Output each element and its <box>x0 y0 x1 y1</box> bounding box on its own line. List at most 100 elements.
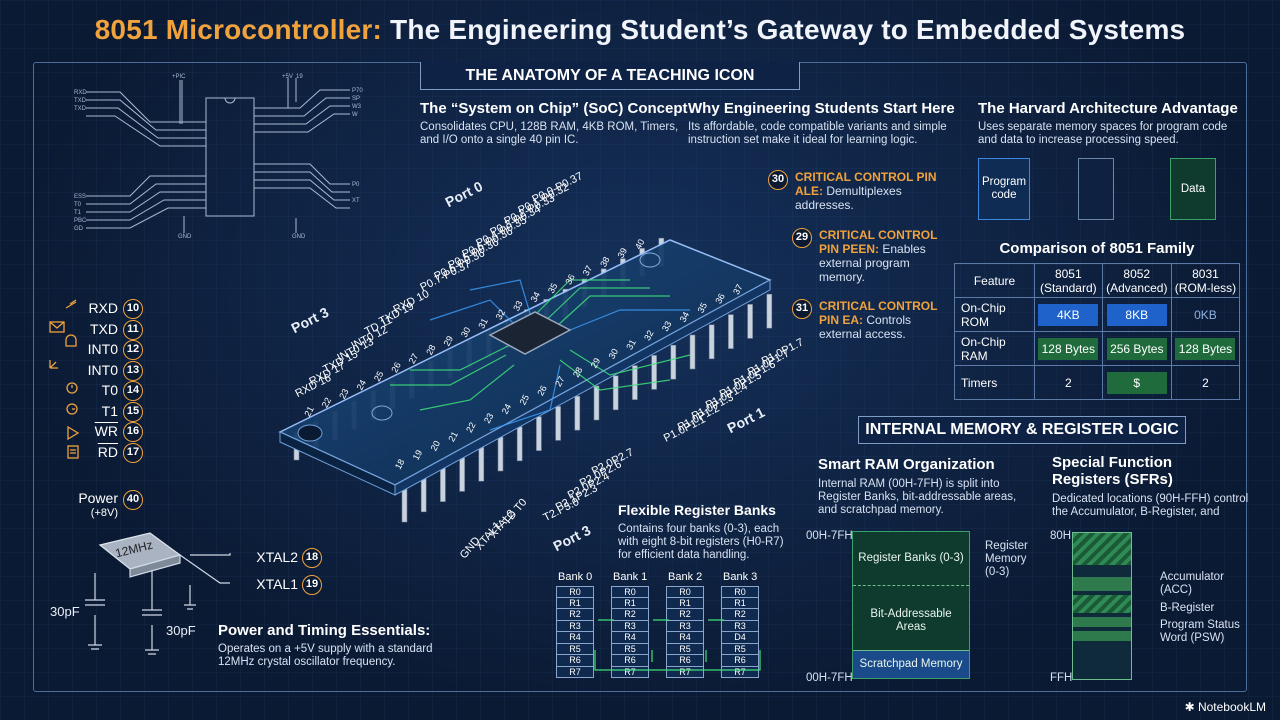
soc-body-1: Consolidates CPU, 128B RAM, 4KB ROM, Tim… <box>420 121 679 133</box>
critical-name: ALE: <box>795 184 823 198</box>
crystal-circuit <box>85 532 231 655</box>
chip-pin-number: 21 <box>446 430 460 444</box>
table-row: Timers 2 $ 2 <box>954 365 1241 400</box>
chip-pin-number: 27 <box>553 375 567 389</box>
port3-pin-name: INT0 <box>87 341 118 357</box>
cap2-label: 30pF <box>166 623 196 638</box>
table-cell-value: 256 Bytes <box>1106 337 1167 360</box>
scratchpad-region <box>853 650 969 678</box>
title-rest: The Engineering Student’s Gateway to Emb… <box>382 14 1186 45</box>
table-cell-value: 8KB <box>1106 303 1167 326</box>
sfr-region <box>1073 533 1131 565</box>
register-cell: R1 <box>721 597 759 609</box>
play-icon <box>67 425 80 441</box>
table-cell-value: 4KB <box>1038 303 1099 326</box>
critical-pin-30: CRITICAL CONTROL PIN ALE: Demultiplexes … <box>795 170 937 212</box>
why-heading: Why Engineering Students Start Here <box>688 100 955 117</box>
antenna-icon <box>65 299 77 309</box>
chip-pin-number: 30 <box>607 347 621 361</box>
svg-text:GD: GD <box>74 226 84 232</box>
chip-pin-number: 24 <box>500 402 514 416</box>
harvard-body-2: and data to increase processing speed. <box>978 134 1179 146</box>
register-cell: R1 <box>556 597 594 609</box>
chip-pin <box>670 344 677 380</box>
ram-bottom-address: 00H-7FH <box>806 672 853 684</box>
chip-pin-number: 35 <box>546 281 560 295</box>
timing-body-2: 12MHz crystal oscillator frequency. <box>218 656 396 668</box>
ram-side-label-1: Register <box>985 540 1028 552</box>
chip-pin-number: 27 <box>407 352 421 366</box>
register-cell: R7 <box>556 666 594 678</box>
chip-pin-number: 40 <box>633 237 647 251</box>
envelope-icon <box>49 321 65 333</box>
soc-heading: The “System on Chip” (SoC) Concept <box>420 100 688 117</box>
document-icon <box>67 445 79 459</box>
chip-pin-number: 38 <box>598 255 612 269</box>
register-cell: R5 <box>666 643 704 655</box>
bank-label: Bank 2 <box>668 571 703 583</box>
table-cell: Timers <box>954 365 1035 400</box>
chip-pin-number: 31 <box>476 317 490 331</box>
table-row: On-Chip ROM 4KB 8KB 0KB <box>954 297 1241 332</box>
register-cell: R7 <box>721 666 759 678</box>
register-cell: R4 <box>666 632 704 644</box>
timing-body-1: Operates on a +5V supply with a standard <box>218 643 433 655</box>
svg-text:XT: XT <box>352 198 360 204</box>
register-cell: R0 <box>721 586 759 598</box>
chip-pin-number: 32 <box>642 329 656 343</box>
table-cell-value: 128 Bytes <box>1038 337 1099 360</box>
pin-29-badge: 29 <box>792 228 812 248</box>
chip-pin-number: 37 <box>581 264 595 278</box>
section-title-memory: INTERNAL MEMORY & REGISTER LOGIC <box>858 416 1186 444</box>
sfr-region <box>1073 577 1131 591</box>
harvard-middle-box <box>1078 158 1114 220</box>
port3-pin-number: 12 <box>123 340 143 360</box>
bank-label: Bank 0 <box>558 571 593 583</box>
ram-heading: Smart RAM Organization <box>818 456 995 473</box>
critical-name: PIN PEEN: <box>819 242 880 256</box>
chip-pin <box>440 467 446 502</box>
table-cell-value: 128 Bytes <box>1175 337 1236 360</box>
chip-pin-number: 36 <box>713 292 727 306</box>
svg-text:T0: T0 <box>74 202 82 208</box>
critical-title: CRITICAL CONTROL PIN <box>795 170 937 184</box>
timing-heading: Power and Timing Essentials: <box>218 622 431 639</box>
chip-pin-number: 30 <box>459 325 473 339</box>
chip-illustration: 4039383736353433323130292827262524232221… <box>278 237 773 523</box>
register-cell: R6 <box>611 655 649 667</box>
chip-pin <box>574 395 581 431</box>
sfr-block <box>1072 532 1132 680</box>
critical-desc: Enables <box>879 242 926 256</box>
banks-body-1: Contains four banks (0-3), each <box>618 523 780 535</box>
sfr-label: Accumulator <box>1160 571 1224 583</box>
register-cell: R0 <box>666 586 704 598</box>
register-cell: R1 <box>666 597 704 609</box>
svg-text:P70: P70 <box>352 88 363 94</box>
brand-name: NotebookLM <box>1197 700 1266 714</box>
chip-pin <box>555 406 561 441</box>
register-cell: R6 <box>721 655 759 667</box>
svg-text:TXD: TXD <box>74 106 87 112</box>
port3-pin-name: WR <box>94 423 118 439</box>
sfr-label: (ACC) <box>1160 584 1192 596</box>
register-cell: R5 <box>611 643 649 655</box>
xtal1-label: XTAL1 <box>256 576 298 592</box>
chip-pin-number: 33 <box>660 319 674 333</box>
port3-pin-name: T0 <box>101 382 118 398</box>
table-cell: 2 <box>1034 365 1103 400</box>
arrow-icon <box>49 360 58 369</box>
register-cell: R1 <box>611 597 649 609</box>
chip-pin-number: 22 <box>320 396 334 410</box>
table-cell: 4KB <box>1034 297 1103 332</box>
chip-pin-number: 34 <box>529 290 543 304</box>
register-cell: R6 <box>666 655 704 667</box>
sfr-label: Program Status <box>1160 619 1240 631</box>
sfr-body-2: the Accumulator, B-Register, and <box>1052 506 1220 518</box>
register-cell: R4 <box>611 632 649 644</box>
family-heading: Comparison of 8051 Family <box>999 240 1195 257</box>
register-cell: R0 <box>611 586 649 598</box>
chip-pin-number: 23 <box>337 387 351 401</box>
pin-31-badge: 31 <box>792 299 812 319</box>
critical-desc: Controls <box>863 313 912 327</box>
